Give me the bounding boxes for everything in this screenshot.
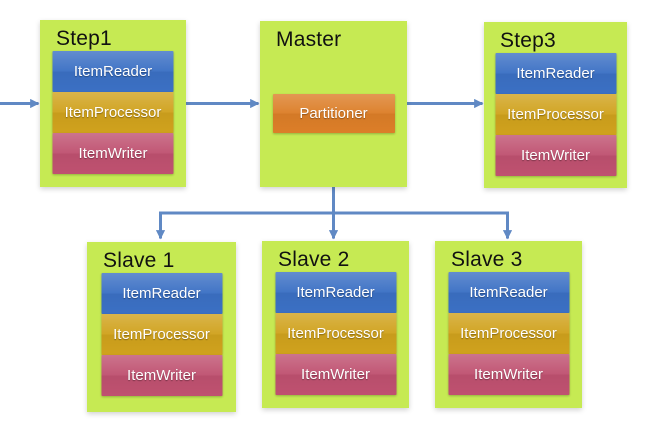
step3-itemreader: ItemReader — [495, 53, 616, 94]
node-slave1-stack: ItemReader ItemProcessor ItemWriter — [101, 273, 222, 396]
slave1-itemwriter: ItemWriter — [101, 355, 222, 396]
node-slave1: Slave 1 ItemReader ItemProcessor ItemWri… — [87, 242, 236, 412]
step3-itemprocessor: ItemProcessor — [495, 94, 616, 135]
node-step3: Step3 ItemReader ItemProcessor ItemWrite… — [484, 22, 627, 188]
node-slave2: Slave 2 ItemReader ItemProcessor ItemWri… — [262, 241, 409, 408]
slave3-itemreader: ItemReader — [448, 272, 569, 313]
slave3-itemprocessor: ItemProcessor — [448, 313, 569, 354]
master-partitioner: Partitioner — [272, 94, 395, 133]
slave2-itemreader: ItemReader — [275, 272, 396, 313]
node-step3-stack: ItemReader ItemProcessor ItemWriter — [495, 53, 616, 176]
node-slave3: Slave 3 ItemReader ItemProcessor ItemWri… — [435, 241, 582, 408]
node-slave2-stack: ItemReader ItemProcessor ItemWriter — [275, 272, 396, 395]
node-master: Master Partitioner — [260, 21, 407, 187]
slave2-itemprocessor: ItemProcessor — [275, 313, 396, 354]
slave2-itemwriter: ItemWriter — [275, 354, 396, 395]
step1-itemprocessor: ItemProcessor — [52, 92, 174, 133]
node-step3-title: Step3 — [500, 29, 556, 52]
node-slave1-title: Slave 1 — [103, 249, 175, 272]
step1-itemwriter: ItemWriter — [52, 133, 174, 174]
node-step1-stack: ItemReader ItemProcessor ItemWriter — [52, 51, 174, 174]
node-master-title: Master — [276, 28, 342, 51]
node-slave3-title: Slave 3 — [451, 248, 523, 271]
slave1-itemreader: ItemReader — [101, 273, 222, 314]
node-step1: Step1 ItemReader ItemProcessor ItemWrite… — [40, 20, 186, 187]
node-slave3-stack: ItemReader ItemProcessor ItemWriter — [448, 272, 569, 395]
slave1-itemprocessor: ItemProcessor — [101, 314, 222, 355]
node-step1-title: Step1 — [56, 27, 112, 50]
slave3-itemwriter: ItemWriter — [448, 354, 569, 395]
step1-itemreader: ItemReader — [52, 51, 174, 92]
node-slave2-title: Slave 2 — [278, 248, 350, 271]
step3-itemwriter: ItemWriter — [495, 135, 616, 176]
